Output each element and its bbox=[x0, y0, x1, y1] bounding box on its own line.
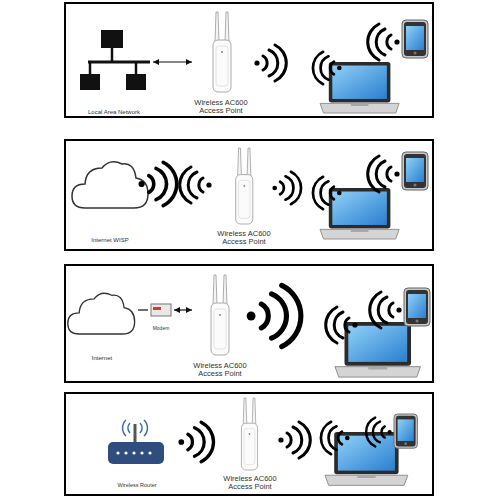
panel-frame bbox=[65, 140, 433, 250]
router-signal bbox=[144, 420, 147, 436]
phone-icon bbox=[402, 20, 428, 58]
network-bus bbox=[88, 61, 150, 64]
router-light bbox=[116, 451, 119, 454]
panel-frame bbox=[65, 3, 433, 117]
icon-caption: Wireless AC600 Access Point bbox=[215, 230, 273, 247]
wifi-waves bbox=[313, 52, 342, 84]
icon-caption: Internet WISP bbox=[91, 237, 128, 244]
cloud-node: Internet WISP bbox=[68, 152, 152, 244]
router-signal bbox=[123, 420, 126, 436]
icon-caption: Internet bbox=[92, 355, 112, 362]
network-icon bbox=[80, 30, 150, 90]
wifi-waves bbox=[368, 156, 400, 192]
modem-node: Modem bbox=[148, 302, 174, 332]
wifi-waves bbox=[272, 172, 301, 204]
access-point-node: Wireless AC600 Access Point bbox=[192, 10, 250, 116]
panel-frame bbox=[65, 393, 433, 495]
cloud-icon bbox=[68, 293, 135, 334]
router-light bbox=[140, 451, 143, 454]
access-point-node: Wireless AC600 Access Point bbox=[221, 396, 279, 492]
wifi-waves bbox=[178, 422, 213, 462]
icon-caption: Wireless AC600 Access Point bbox=[192, 362, 248, 379]
router-body bbox=[108, 442, 164, 464]
wifi-waves bbox=[180, 167, 212, 203]
network-wire bbox=[89, 62, 92, 74]
wifi-waves bbox=[313, 177, 342, 209]
modem-icon bbox=[151, 304, 171, 316]
router-signal bbox=[128, 423, 130, 433]
wifi-waves bbox=[278, 422, 310, 458]
icon-caption: Wireless Router bbox=[117, 482, 156, 488]
wifi-waves bbox=[247, 285, 301, 346]
wifi-waves bbox=[138, 162, 176, 205]
access-point-icon bbox=[236, 148, 253, 224]
network-wire bbox=[111, 48, 114, 62]
access-point-icon bbox=[241, 398, 257, 470]
wifi-waves bbox=[321, 422, 350, 454]
phone-icon bbox=[394, 414, 417, 448]
icon-caption: Modem bbox=[153, 326, 170, 332]
network-node: Local Area Network bbox=[75, 24, 153, 116]
modem-light bbox=[153, 307, 161, 310]
router-light bbox=[124, 451, 127, 454]
link-arrow bbox=[153, 61, 192, 62]
link-arrow bbox=[174, 309, 192, 310]
wifi-waves bbox=[370, 292, 402, 328]
link-arrow bbox=[138, 309, 148, 310]
wifi-waves bbox=[368, 24, 400, 60]
cloud-icon bbox=[72, 162, 148, 208]
network-box bbox=[80, 74, 100, 90]
router-signal bbox=[140, 423, 142, 433]
network-box bbox=[101, 30, 123, 48]
router-icon bbox=[108, 420, 164, 464]
router-antenna bbox=[134, 424, 137, 442]
wifi-waves bbox=[326, 307, 358, 343]
panel-frame bbox=[65, 265, 433, 382]
access-point-icon bbox=[211, 275, 229, 355]
phone-icon bbox=[402, 152, 428, 190]
access-point-node: Wireless AC600 Access Point bbox=[215, 146, 273, 247]
router-light bbox=[148, 451, 151, 454]
network-wire bbox=[135, 62, 138, 74]
wifi-waves bbox=[366, 418, 392, 447]
network-box bbox=[126, 74, 146, 90]
router-node: Wireless Router bbox=[104, 418, 170, 488]
access-point-icon bbox=[213, 12, 231, 92]
router-light bbox=[132, 451, 135, 454]
access-point-node: Wireless AC600 Access Point bbox=[192, 272, 248, 379]
icon-caption: Wireless AC600 Access Point bbox=[221, 475, 279, 492]
icon-caption: Local Area Network bbox=[88, 109, 140, 116]
phone-icon bbox=[404, 288, 430, 326]
icon-caption: Wireless AC600 Access Point bbox=[192, 99, 250, 116]
laptop-icon bbox=[320, 62, 399, 113]
cloud-node: Internet bbox=[66, 286, 138, 362]
wifi-waves bbox=[254, 45, 286, 81]
